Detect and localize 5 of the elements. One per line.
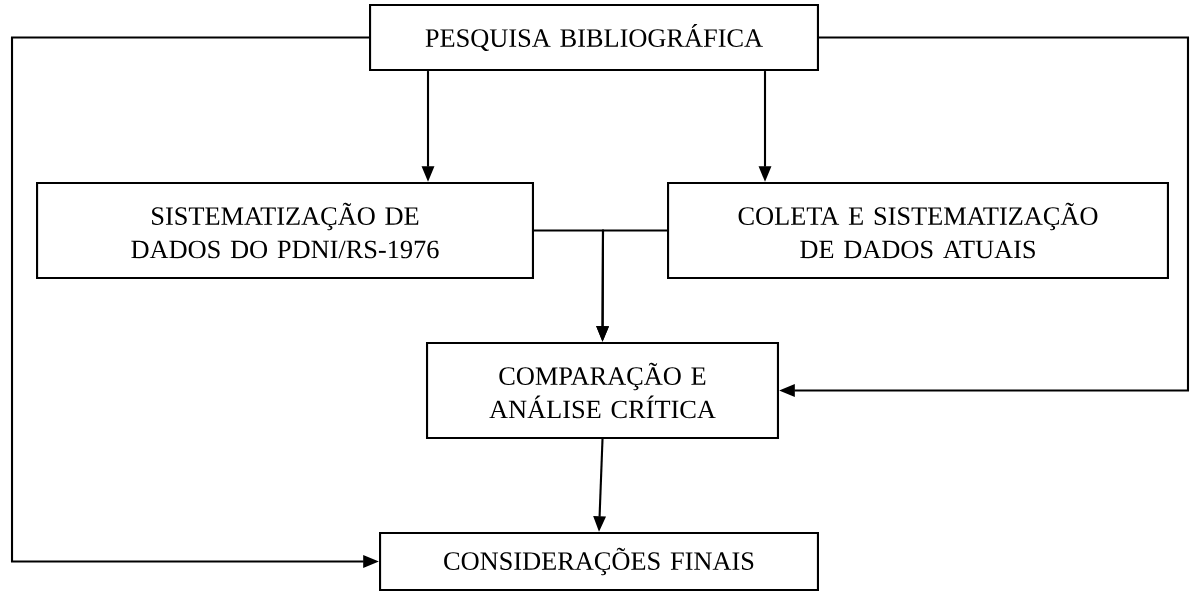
process-box: CONSIDERAÇÕES FINAIS [379,531,819,592]
process-box: SISTEMATIZAÇÃO DE DADOS DO PDNI/RS-1976 [36,181,534,280]
process-box: PESQUISA BIBLIOGRÁFICA [369,3,819,72]
process-box: COMPARAÇÃO E ANÁLISE CRÍTICA [426,341,780,440]
process-box: COLETA E SISTEMATIZAÇÃO DE DADOS ATUAIS [667,181,1169,280]
